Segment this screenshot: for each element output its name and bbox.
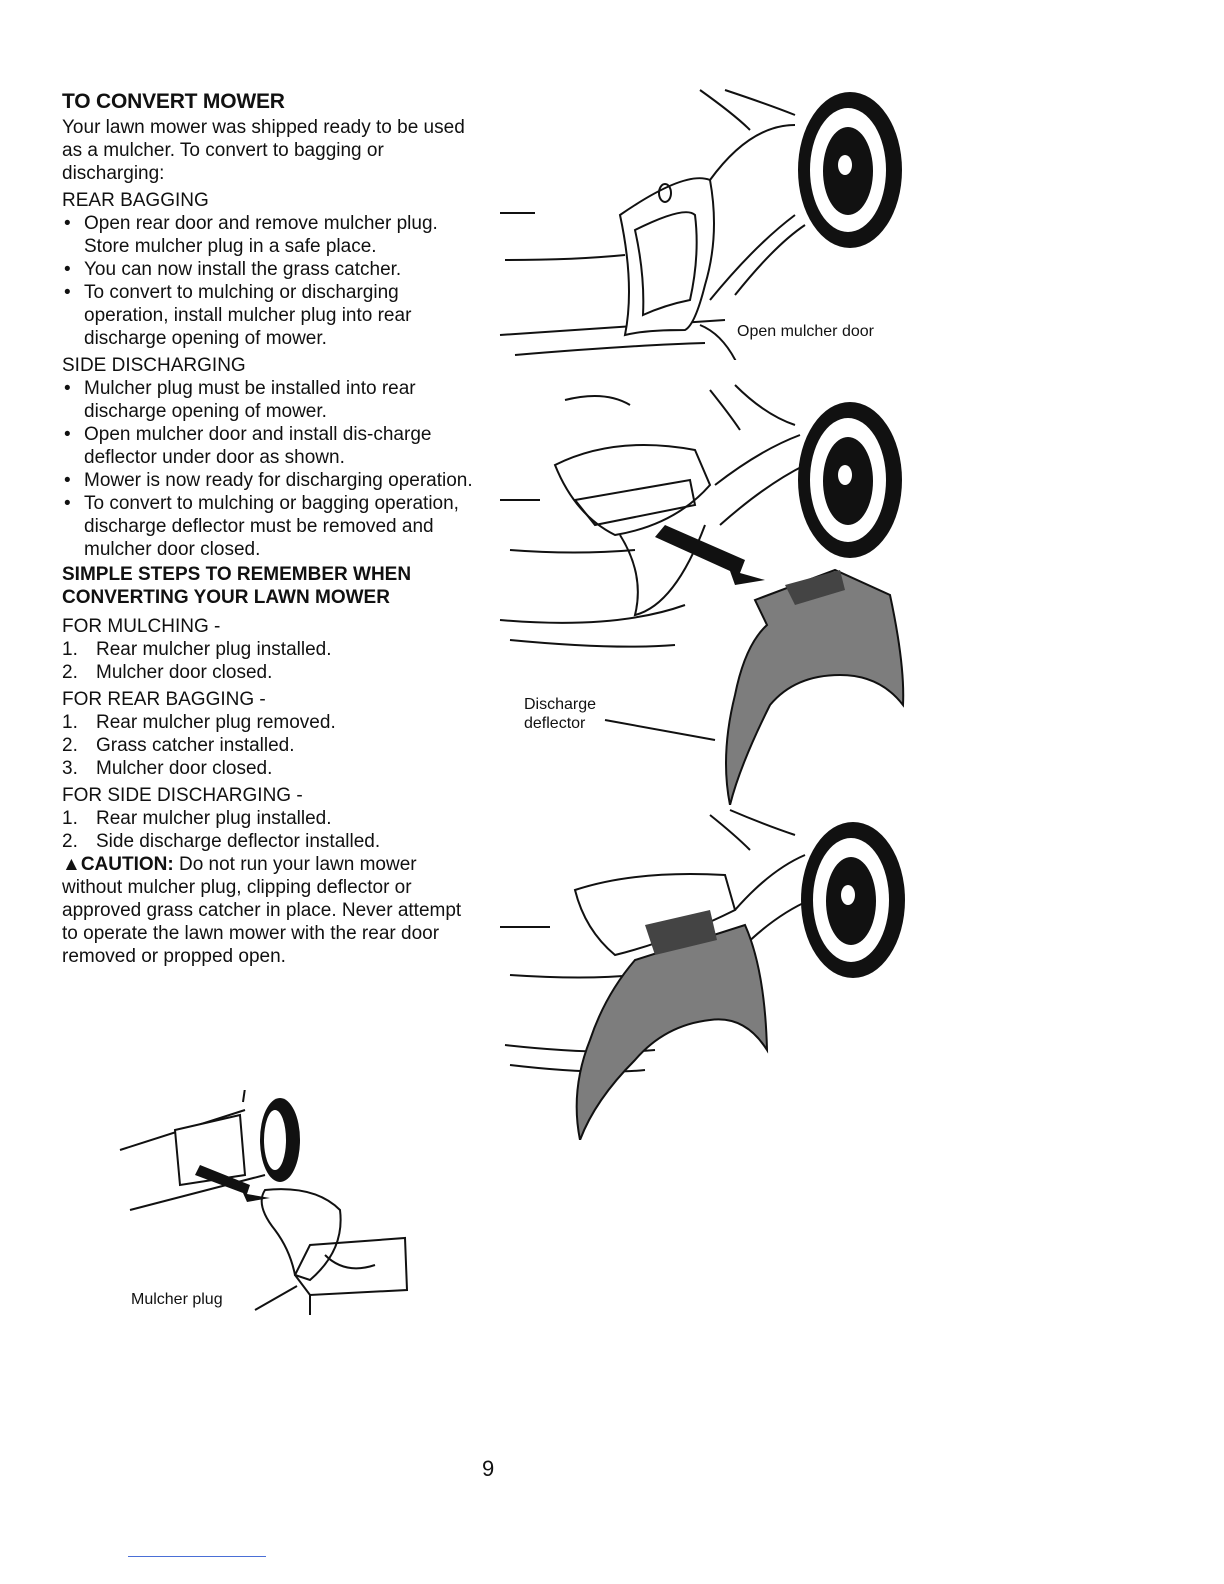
for-side-discharging-heading: FOR SIDE DISCHARGING - [62, 785, 303, 806]
list-item: 1.Rear mulcher plug installed. [62, 639, 332, 660]
list-item: 2.Grass catcher installed. [62, 735, 295, 756]
list-item: 2.Mulcher door closed. [62, 662, 273, 683]
list-item: To convert to mulching or bagging operat… [62, 492, 482, 561]
rear-bagging-list: Open rear door and remove mulcher plug. … [62, 212, 482, 350]
list-item: 1.Rear mulcher plug removed. [62, 712, 336, 733]
caution-paragraph: ▲CAUTION: Do not run your lawn mower wit… [62, 853, 482, 968]
deflector-installed-illustration [500, 809, 905, 1140]
mulcher-plug-illustration [119, 1090, 409, 1315]
for-rear-bagging-list: 1.Rear mulcher plug removed. 2.Grass cat… [62, 711, 482, 780]
rear-bagging-heading: REAR BAGGING [62, 190, 209, 211]
discharge-deflector-label: Discharge deflector [524, 696, 597, 732]
list-item: Open mulcher door and install dis-charge… [62, 423, 482, 469]
warning-icon: ▲ [62, 854, 81, 875]
list-item: Mulcher plug must be installed into rear… [62, 377, 482, 423]
footer-divider [128, 1556, 266, 1557]
for-side-discharging-list: 1.Rear mulcher plug installed. 2.Side di… [62, 807, 482, 853]
list-item: You can now install the grass catcher. [62, 258, 482, 281]
list-item: To convert to mulching or discharging op… [62, 281, 482, 350]
open-mulcher-door-label: Open mulcher door [737, 323, 874, 340]
mulcher-plug-label: Mulcher plug [131, 1291, 223, 1308]
side-discharging-heading: SIDE DISCHARGING [62, 355, 246, 376]
list-item: 3.Mulcher door closed. [62, 758, 273, 779]
for-mulching-heading: FOR MULCHING - [62, 616, 221, 637]
for-rear-bagging-heading: FOR REAR BAGGING - [62, 689, 266, 710]
caution-text: Do not run your lawn mower without mulch… [62, 854, 462, 967]
caution-label: CAUTION: [80, 854, 174, 875]
list-item: 1.Rear mulcher plug installed. [62, 808, 332, 829]
discharge-deflector-illustration [499, 384, 905, 805]
intro-paragraph: Your lawn mower was shipped ready to be … [62, 117, 465, 184]
list-item: Mower is now ready for discharging opera… [62, 469, 482, 492]
text-column: TO CONVERT MOWER Your lawn mower was shi… [62, 90, 482, 968]
list-item: Open rear door and remove mulcher plug. … [62, 212, 482, 258]
side-discharging-list: Mulcher plug must be installed into rear… [62, 377, 482, 561]
page-number: 9 [482, 1456, 495, 1481]
steps-heading: SIMPLE STEPS TO REMEMBER WHEN CONVERTING… [62, 564, 412, 608]
open-mulcher-door-illustration [499, 89, 902, 360]
page-title: TO CONVERT MOWER [62, 90, 285, 113]
list-item: 2.Side discharge deflector installed. [62, 831, 381, 852]
for-mulching-list: 1.Rear mulcher plug installed. 2.Mulcher… [62, 638, 482, 684]
